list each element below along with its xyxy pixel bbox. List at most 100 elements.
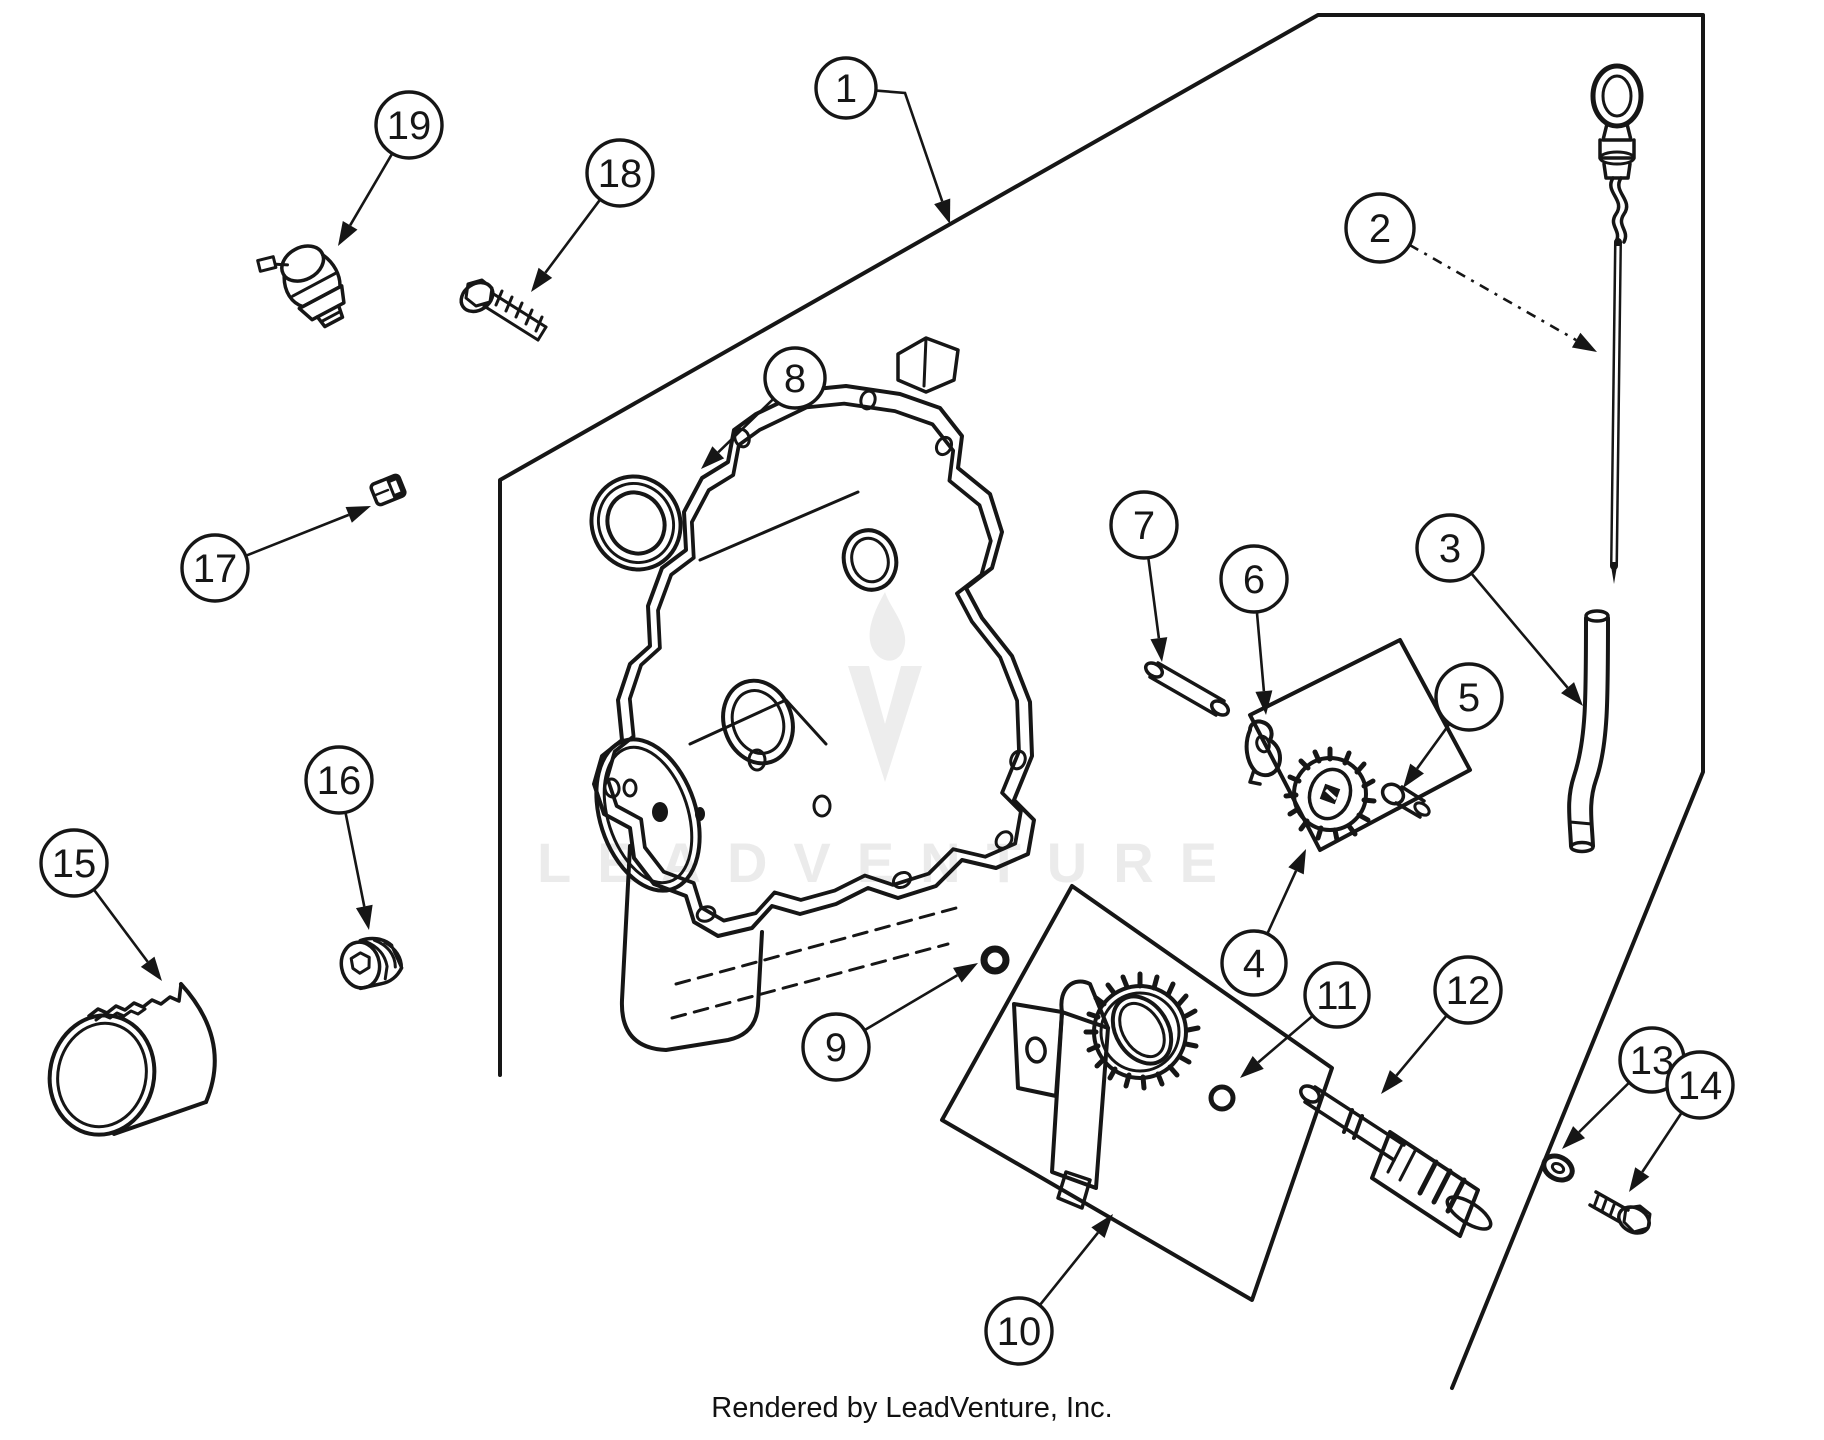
callout-5-arrowhead-icon (1403, 763, 1424, 788)
callout-4-leader (1266, 870, 1298, 935)
callout-19-number: 19 (387, 104, 432, 148)
callout-5[interactable]: 5 (1403, 662, 1504, 788)
callout-8-number: 8 (784, 357, 806, 401)
callout-4[interactable]: 4 (1220, 849, 1306, 997)
callout-18-arrowhead-icon (531, 267, 553, 292)
callout-19[interactable]: 19 (338, 90, 444, 246)
callout-9-leader (863, 974, 959, 1032)
oil-pump-assembly-drawing (1012, 971, 1201, 1210)
oil-fill-tube-drawing (1567, 609, 1610, 854)
diagram-border (498, 13, 1705, 1390)
cover-bolt-holes (603, 389, 1027, 923)
callout-16[interactable]: 16 (304, 745, 374, 930)
callout-12-number: 12 (1446, 969, 1491, 1013)
dipstick-drawing (1590, 63, 1644, 584)
callout-5-number: 5 (1458, 676, 1480, 720)
governor-gear-drawing (1283, 746, 1377, 843)
callout-1-arrowhead-icon (934, 198, 951, 224)
callout-17-number: 17 (193, 547, 238, 591)
callout-5-circle[interactable] (1434, 662, 1504, 732)
callout-9-circle[interactable] (801, 1012, 871, 1082)
callout-10[interactable]: 10 (984, 1214, 1113, 1366)
callout-1-circle[interactable] (814, 56, 878, 120)
callout-3[interactable]: 3 (1415, 513, 1583, 706)
callout-17[interactable]: 17 (180, 506, 371, 603)
callout-6-circle[interactable] (1219, 544, 1289, 614)
callout-4-circle[interactable] (1220, 929, 1288, 997)
washer-13-drawing (1541, 1153, 1575, 1183)
callout-14-circle[interactable] (1665, 1050, 1735, 1120)
callout-2-leader (1408, 243, 1577, 342)
callout-11-circle[interactable] (1303, 961, 1371, 1029)
cover-upper-bore (841, 528, 899, 592)
callout-6[interactable]: 6 (1219, 544, 1289, 715)
governor-gear-box (1248, 638, 1472, 852)
callout-2-arrowhead-icon (1571, 332, 1597, 352)
callout-4-arrowhead-icon (1288, 849, 1306, 875)
callout-16-leader (344, 812, 366, 907)
callout-18-circle[interactable] (585, 138, 655, 208)
callout-6-leader (1255, 611, 1266, 692)
callout-12-leader (1395, 1014, 1448, 1077)
callout-10-circle[interactable] (984, 1296, 1054, 1366)
callout-8-arrowhead-icon (701, 446, 725, 469)
callout-16-circle[interactable] (304, 745, 374, 815)
callout-9[interactable]: 9 (801, 963, 978, 1082)
watermark-v-icon (848, 666, 922, 782)
callout-7-number: 7 (1133, 504, 1155, 548)
callout-7-circle[interactable] (1109, 490, 1179, 560)
callout-8[interactable]: 8 (701, 346, 827, 469)
flange-bolt-18-drawing (459, 278, 548, 342)
callout-1[interactable]: 1 (814, 56, 951, 224)
callout-3-number: 3 (1439, 527, 1461, 571)
callout-16-number: 16 (317, 759, 362, 803)
callout-12-circle[interactable] (1433, 955, 1503, 1025)
callout-7[interactable]: 7 (1109, 490, 1179, 662)
leadventure-watermark-logo (848, 592, 922, 782)
callout-12-arrowhead-icon (1381, 1070, 1403, 1094)
cover-crank-disc (594, 737, 702, 893)
small-plug-17-drawing (369, 473, 407, 507)
callout-9-arrowhead-icon (953, 963, 978, 983)
callout-7-arrowhead-icon (1150, 637, 1168, 662)
cover-top-boss (896, 336, 960, 394)
drain-plug-16-drawing (339, 936, 404, 991)
callout-19-circle[interactable] (374, 90, 444, 160)
o-ring-11-drawing (1208, 1084, 1236, 1112)
callout-8-leader (717, 397, 775, 454)
callout-11[interactable]: 11 (1240, 961, 1371, 1078)
callout-18-leader (544, 198, 602, 274)
flange-bolt-14-drawing (1588, 1190, 1652, 1235)
callout-16-arrowhead-icon (355, 904, 373, 930)
callout-14-number: 14 (1678, 1064, 1723, 1108)
oil-seal-drawing (589, 474, 683, 572)
callout-17-leader (245, 513, 350, 558)
callout-10-arrowhead-icon (1091, 1214, 1113, 1239)
pump-shaft-drawing (1299, 1084, 1493, 1238)
cover-sump-flange (619, 844, 764, 1052)
callout-13-leader (1578, 1081, 1631, 1134)
callout-14[interactable]: 14 (1629, 1050, 1735, 1192)
callout-2[interactable]: 2 (1344, 192, 1597, 352)
callout-15-circle[interactable] (39, 828, 109, 898)
callout-10-leader (1038, 1231, 1099, 1307)
callout-19-arrowhead-icon (338, 220, 358, 246)
callout-6-number: 6 (1243, 558, 1265, 602)
callout-1-leader (875, 89, 944, 202)
callout-4-number: 4 (1243, 942, 1265, 986)
callout-17-circle[interactable] (180, 533, 250, 603)
callout-18-number: 18 (598, 152, 643, 196)
flame-icon (869, 592, 906, 661)
callout-15[interactable]: 15 (39, 828, 162, 981)
callout-2-circle[interactable] (1344, 192, 1416, 264)
callout-12[interactable]: 12 (1381, 955, 1503, 1094)
callout-18[interactable]: 18 (531, 138, 655, 292)
callout-3-circle[interactable] (1415, 513, 1485, 583)
callout-8-circle[interactable] (763, 346, 827, 410)
watermark-text: LEADVENTURE (537, 831, 1243, 894)
oil-pressure-switch-drawing (256, 244, 346, 329)
oil-pump-box (940, 884, 1334, 1302)
cover-outline (592, 384, 1036, 938)
